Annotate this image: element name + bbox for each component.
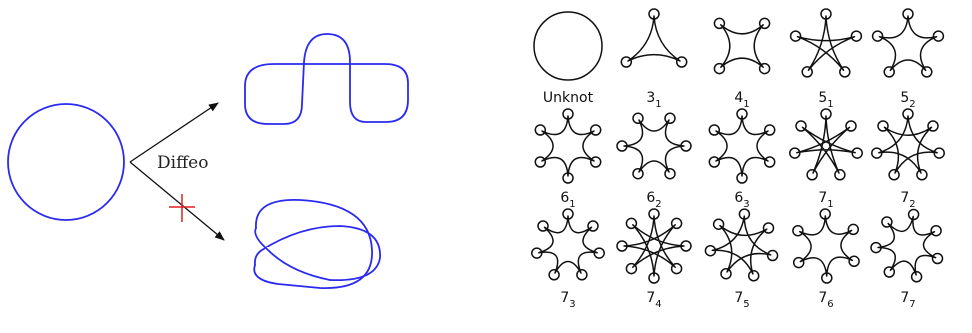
knot-label: 41 (734, 90, 749, 110)
knot-shape (704, 208, 779, 282)
knot-label: 71 (818, 190, 833, 210)
knot-shape (792, 208, 860, 284)
unknot-shape (533, 11, 603, 81)
knot-subscript: 1 (827, 199, 833, 210)
knot-label: 77 (900, 290, 915, 310)
knot-subscript: 3 (569, 299, 575, 310)
knot-label: 63 (734, 190, 749, 210)
knot-subscript: 1 (743, 99, 749, 110)
knot-6_2: 62 (616, 112, 692, 210)
knot-subscript: 4 (655, 299, 661, 310)
knot-7_3: 73 (531, 208, 605, 310)
knot-shape (531, 208, 605, 281)
knot-label: 75 (734, 290, 749, 310)
knot-7_4: 74 (616, 208, 692, 310)
knot-5_1: 51 (789, 8, 863, 110)
knot-5_2: 52 (871, 8, 945, 110)
deformed-unknot (244, 33, 409, 125)
knot-subscript: 1 (827, 99, 833, 110)
knot-unknot: Unknot (533, 11, 603, 106)
knot-7_5: 75 (704, 208, 779, 310)
knot-shape (713, 17, 771, 75)
knot-label: 74 (646, 290, 661, 310)
knot-4_1: 41 (713, 17, 771, 110)
diffeo-label: Diffeo (157, 153, 208, 173)
knot-shape (616, 112, 692, 180)
knot-label: 72 (900, 190, 915, 210)
knot-subscript: 7 (909, 299, 915, 310)
knot-shape (620, 8, 688, 68)
knot-subscript: 2 (909, 99, 915, 110)
knot-3_1: 31 (620, 8, 688, 110)
knot-7_6: 76 (792, 208, 860, 310)
knot-label: 51 (818, 90, 833, 110)
unknot-circle (7, 103, 125, 221)
knot-label: 76 (818, 290, 833, 310)
knot-7_7: 77 (870, 208, 944, 310)
knot-6_1: 61 (534, 108, 602, 210)
knot-subscript: 1 (569, 199, 575, 210)
knot-label: 52 (900, 90, 915, 110)
knot-subscript: 3 (743, 199, 749, 210)
invalid-cross-marker (169, 194, 195, 222)
knot-subscript: 2 (909, 199, 915, 210)
knot-subscript: 5 (743, 299, 749, 310)
knot-shape (789, 108, 863, 181)
diffeo-arrow (129, 102, 219, 163)
knot-7_2: 72 (871, 108, 945, 210)
knot-subscript: 6 (827, 299, 833, 310)
knot-shape (789, 8, 863, 78)
knot-shape (534, 108, 602, 184)
knot-subscript: 1 (655, 99, 661, 110)
knot-shape (708, 108, 776, 184)
knot-subscript: 2 (655, 199, 661, 210)
knot-shape (616, 208, 692, 284)
non-diffeo-arrow (129, 161, 225, 241)
left-panel: Diffeo (7, 33, 409, 289)
knot-6_3: 63 (708, 108, 776, 210)
knot-label: 62 (646, 190, 661, 210)
knot-label: 61 (560, 190, 575, 210)
knot-7_1: 71 (789, 108, 863, 210)
knot-label: 31 (646, 90, 661, 110)
knotted-curve (253, 199, 381, 289)
knot-label: Unknot (543, 90, 594, 106)
knot-shape (870, 208, 944, 283)
knot-label: 73 (560, 290, 575, 310)
knot-shape (871, 108, 945, 181)
knot-shape (871, 8, 945, 78)
